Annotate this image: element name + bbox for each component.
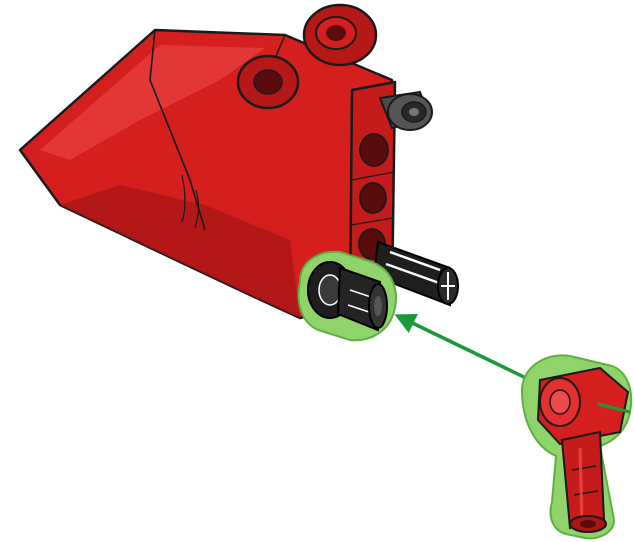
red-angle-connector <box>522 355 631 538</box>
top-boss <box>304 5 376 65</box>
side-hub <box>238 56 298 108</box>
